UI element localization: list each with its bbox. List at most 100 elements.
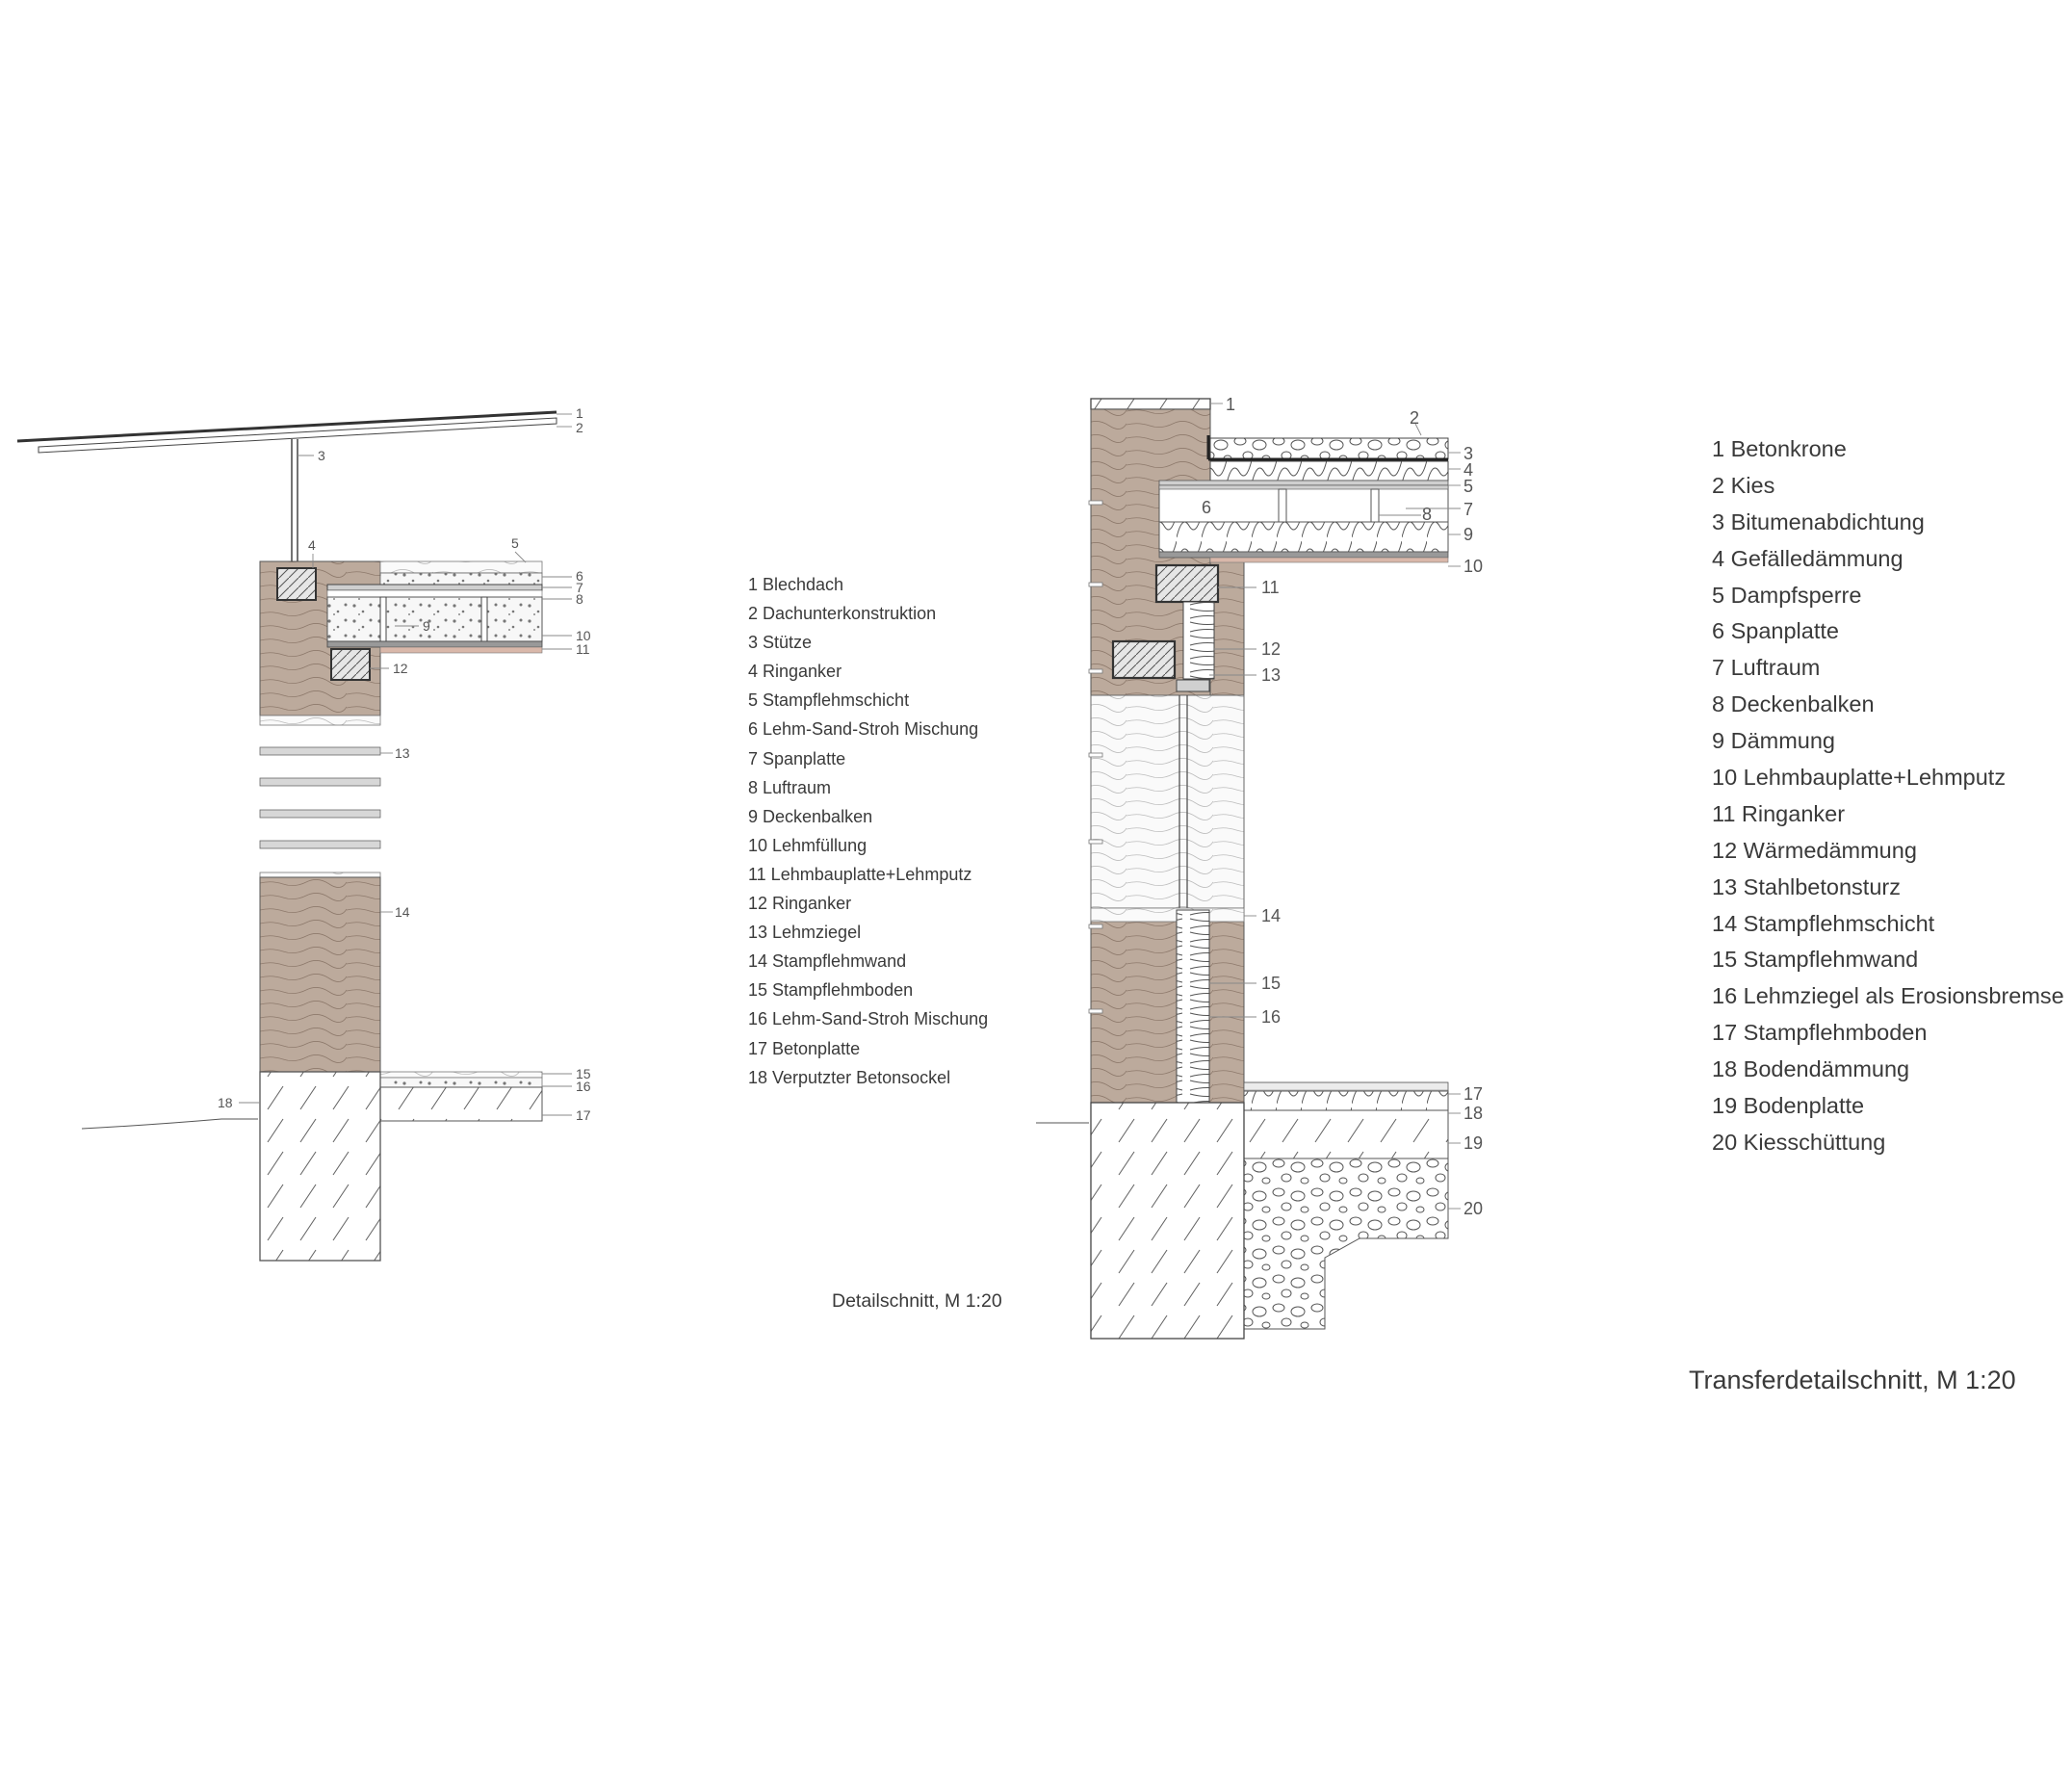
right-wall-insulation bbox=[1176, 909, 1210, 1104]
right-concrete-crown bbox=[1090, 398, 1211, 410]
legend-left-item: 15 Stampflehmboden bbox=[748, 980, 914, 1001]
right-callout-16: 16 bbox=[1261, 1007, 1281, 1027]
caption-transferdetailschnitt: Transferdetailschnitt, M 1:20 bbox=[1689, 1366, 2016, 1394]
right-slope-insulation bbox=[1209, 460, 1449, 482]
left-callout-16: 16 bbox=[576, 1079, 591, 1094]
right-wall-lower bbox=[1090, 907, 1245, 1104]
right-floor-slab bbox=[1243, 1109, 1449, 1159]
legend-right-item: 7 Luftraum bbox=[1712, 655, 1821, 681]
legend-right-item: 6 Spanplatte bbox=[1712, 618, 1839, 644]
legend-right-item: 2 Kies bbox=[1712, 472, 1775, 498]
left-rammed-earth-layer bbox=[379, 560, 543, 574]
left-rammed-floor bbox=[379, 1071, 543, 1079]
left-ground-line bbox=[81, 1118, 258, 1130]
left-callout-10: 10 bbox=[576, 628, 591, 643]
left-callout-12: 12 bbox=[393, 661, 408, 676]
legend-left-item: 12 Ringanker bbox=[748, 894, 852, 914]
right-callout-4: 4 bbox=[1463, 460, 1473, 480]
legend-right-item: 16 Lehmziegel als Erosionsbremse bbox=[1712, 983, 2064, 1009]
right-callout-10: 10 bbox=[1463, 557, 1483, 576]
left-callout-8: 8 bbox=[576, 591, 583, 607]
right-callout-8: 8 bbox=[1422, 505, 1432, 524]
left-clay-brick bbox=[259, 746, 381, 756]
right-callout-2: 2 bbox=[1410, 408, 1419, 428]
legend-left-item: 7 Spanplatte bbox=[748, 748, 846, 768]
legend-right-item: 17 Stampflehmboden bbox=[1712, 1020, 1928, 1046]
legend-right-item: 3 Bitumenabdichtung bbox=[1712, 508, 1925, 534]
left-section: 1 2 3 4 5 6 7 8 9 10 11 12 13 14 15 16 1… bbox=[16, 405, 591, 1262]
right-callout-17: 17 bbox=[1463, 1084, 1483, 1104]
legend-detailschnitt: 1 Blechdach 2 Dachunterkonstruktion 3 St… bbox=[748, 570, 988, 1092]
left-callout-6: 6 bbox=[576, 568, 583, 584]
legend-right-item: 5 Dampfsperre bbox=[1712, 582, 1862, 608]
legend-left-item: 1 Blechdach bbox=[748, 575, 844, 594]
left-ceiling-beam bbox=[379, 596, 387, 642]
right-concrete-plinth bbox=[1090, 1102, 1245, 1340]
left-chipboard bbox=[326, 584, 543, 591]
legend-transferdetailschnitt: 1 Betonkrone 2 Kies 3 Bitumenabdichtung … bbox=[1712, 431, 2064, 1161]
legend-right-item: 14 Stampflehmschicht bbox=[1712, 910, 1935, 936]
right-clay-board bbox=[1158, 551, 1449, 559]
right-callout-1: 1 bbox=[1226, 395, 1235, 414]
legend-left-item: 2 Dachunterkonstruktion bbox=[748, 604, 937, 624]
legend-right-item: 11 Ringanker bbox=[1712, 800, 1846, 826]
right-callout-11: 11 bbox=[1261, 578, 1280, 597]
legend-left-item: 17 Betonplatte bbox=[748, 1038, 861, 1058]
legend-right-item: 18 Bodendämmung bbox=[1712, 1056, 1910, 1082]
right-callout-12: 12 bbox=[1261, 639, 1281, 659]
right-callout-5: 5 bbox=[1463, 477, 1473, 496]
right-callout-13: 13 bbox=[1261, 665, 1281, 685]
legend-right-item: 10 Lehmbauplatte+Lehmputz bbox=[1712, 765, 2007, 791]
legend-left-item: 18 Verputzter Betonsockel bbox=[748, 1067, 951, 1087]
right-ceiling-insulation bbox=[1158, 521, 1449, 553]
left-concrete-slab bbox=[379, 1086, 543, 1122]
left-earth-straw-mix bbox=[379, 572, 543, 586]
legend-left-item: 16 Lehm-Sand-Stroh Mischung bbox=[748, 1009, 989, 1029]
left-callout-13: 13 bbox=[395, 745, 410, 761]
left-concrete-plinth bbox=[259, 1071, 381, 1262]
left-callout-9: 9 bbox=[423, 618, 430, 634]
right-callout-14: 14 bbox=[1261, 906, 1281, 925]
legend-right-item: 4 Gefälledämmung bbox=[1712, 545, 1904, 571]
left-earth-fill bbox=[326, 596, 543, 642]
legend-right-item: 12 Wärmedämmung bbox=[1712, 837, 1917, 863]
left-callout-2: 2 bbox=[576, 420, 583, 435]
left-callout-7: 7 bbox=[576, 580, 583, 595]
legend-right-item: 9 Dämmung bbox=[1712, 728, 1835, 754]
right-lintel bbox=[1111, 639, 1177, 680]
legend-right-item: 15 Stampflehmwand bbox=[1712, 947, 1919, 973]
legend-right-item: 19 Bodenplatte bbox=[1712, 1093, 1865, 1119]
right-floor-insulation bbox=[1243, 1090, 1449, 1111]
right-callout-15: 15 bbox=[1261, 974, 1281, 993]
left-air-gap bbox=[326, 589, 543, 598]
legend-right-item: 1 Betonkrone bbox=[1712, 436, 1847, 461]
left-roof-sheet bbox=[16, 410, 557, 443]
legend-left-item: 9 Deckenbalken bbox=[748, 806, 873, 826]
legend-left-item: 5 Stampflehmschicht bbox=[748, 690, 910, 711]
left-callout-1: 1 bbox=[576, 405, 583, 421]
legend-left-item: 8 Luftraum bbox=[748, 777, 832, 797]
right-vapor-barrier bbox=[1158, 480, 1449, 486]
left-ring-beam-top bbox=[276, 567, 317, 601]
left-callout-11: 11 bbox=[576, 641, 590, 657]
left-callout-15: 15 bbox=[576, 1066, 591, 1081]
legend-right-item: 13 Stahlbetonsturz bbox=[1712, 873, 1901, 899]
legend-left-item: 3 Stütze bbox=[748, 633, 813, 653]
right-callout-20: 20 bbox=[1463, 1199, 1483, 1218]
right-rammed-earth-layer bbox=[1090, 907, 1245, 923]
right-ring-beam bbox=[1154, 563, 1220, 604]
right-erosion-brick bbox=[1088, 1008, 1103, 1014]
legend-right-item: 8 Deckenbalken bbox=[1712, 691, 1875, 717]
legend-left-item: 6 Lehm-Sand-Stroh Mischung bbox=[748, 719, 979, 740]
left-callout-4: 4 bbox=[308, 537, 316, 553]
legend-left-item: 10 Lehmfüllung bbox=[748, 835, 868, 855]
right-air-space bbox=[1158, 484, 1449, 523]
right-gravel bbox=[1209, 437, 1449, 460]
right-callout-18: 18 bbox=[1463, 1104, 1483, 1123]
left-roof-substructure bbox=[38, 417, 557, 454]
left-callout-3: 3 bbox=[318, 448, 325, 463]
left-callout-14: 14 bbox=[395, 904, 410, 920]
right-callout-7: 7 bbox=[1463, 500, 1473, 519]
